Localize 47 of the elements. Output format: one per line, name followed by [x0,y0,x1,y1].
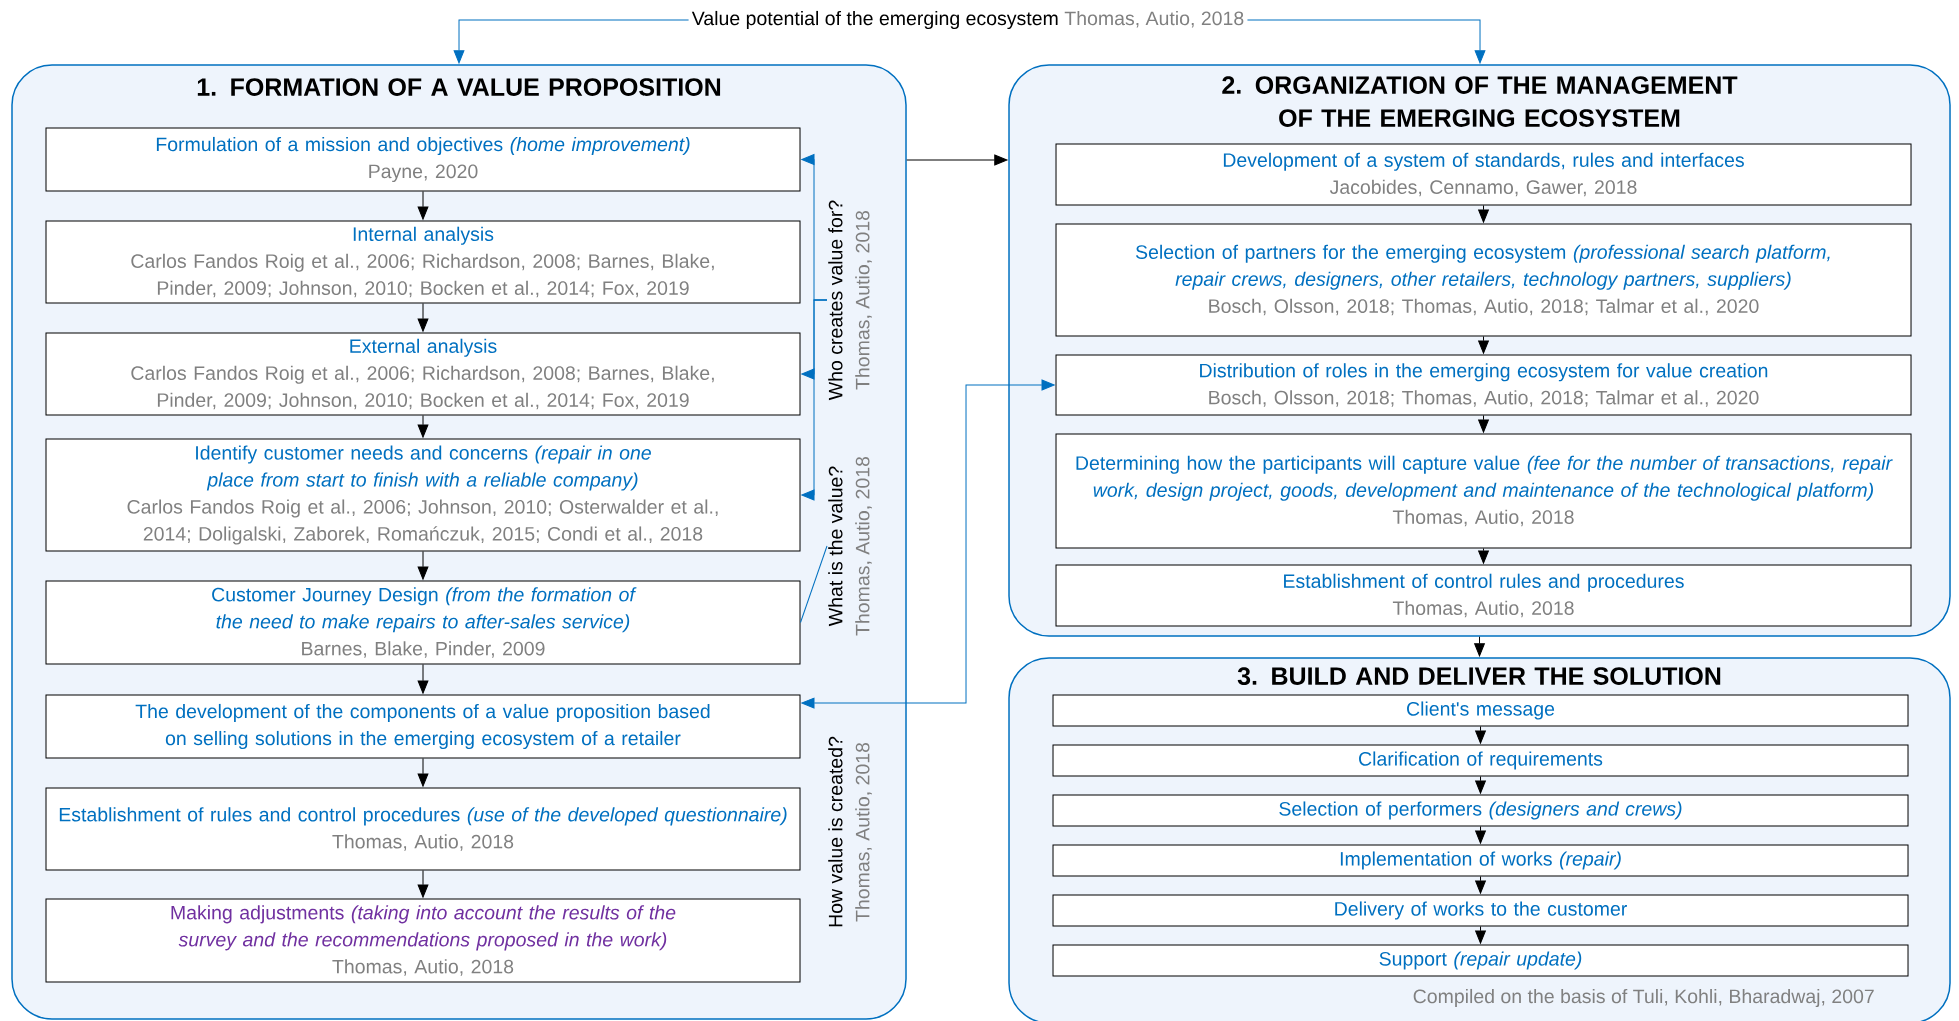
text-box: Making adjustments (taking into account the results of the survey and the recommendations proposed in the work) Thomas, Autio, 2018 [45,898,801,983]
text-box: Development of a system of standards, rules and interfaces Jacobides, Cennamo, Gawer, 2018 [1055,143,1912,206]
arrow [417,303,429,332]
text-box: Support (repair update) [1052,944,1909,977]
text-box: Determining how the participants will capture value (fee for the number of transactions, repair work, design project, goods, development and maintenance of the technological platform) Thomas, Autio, 2018 [1055,433,1912,549]
arrow [1246,19,1486,64]
connector-line [800,545,828,623]
arrow [1478,336,1489,354]
arrow [417,870,429,898]
arrow [417,191,429,220]
rotated-label: What is the value? Thomas, Autio, 2018 [828,456,872,636]
arrow [1475,876,1486,894]
rotated-label: How value is created? Thomas, Autio, 2018 [828,736,872,927]
arrow [1478,415,1489,433]
arrow [417,664,429,694]
arrow [417,415,429,438]
text-box: Establishment of control rules and procedures Thomas, Autio, 2018 [1055,564,1912,627]
text-box: Client's message [1052,694,1909,727]
source-note: Compiled on the basis of Tuli, Kohli, Bharadwaj, 2007 [1413,988,1874,1008]
arrow [1474,636,1485,657]
text-box: Selection of partners for the emerging ecosystem (professional search platform, repair crews, designers, other retailers, technology partners, suppliers) Bosch, Olsson, 2018; Thomas, Autio, 2018; Talmar et al., 2020 [1055,223,1912,337]
text-box: Identify customer needs and concerns (repair in one place from start to finish with a reliable company) Carlos Fandos Roig et al., 2006; Johnson, 2010; Osterwalder et al., 2014; Doligalski, Zaborek, Romańczuk, 2015; Condi et al., 2018 [45,438,801,552]
arrow [801,379,1055,709]
arrow [906,154,1008,166]
text-box: The development of the components of a value proposition based on selling solutions in the emerging ecosystem of a retailer [45,694,801,759]
text-box: Internal analysis Carlos Fandos Roig et al., 2006; Richardson, 2008; Barnes, Blake, Pinder, 2009; Johnson, 2010; Bocken et al., 2014; Fox, 2019 [45,220,801,304]
text-box: Delivery of works to the customer [1052,894,1909,927]
text-box: Selection of performers (designers and crews) [1052,794,1909,827]
heading-text: Value potential of the emerging ecosystem Thomas, Autio, 2018 [691,10,1244,30]
text-box: Customer Journey Design (from the formation of the need to make repairs to after-sales service) Barnes, Blake, Pinder, 2009 [45,580,801,665]
text-box: External analysis Carlos Fandos Roig et al., 2006; Richardson, 2008; Barnes, Blake, Pinder, 2009; Johnson, 2010; Bocken et al., 2014; Fox, 2019 [45,332,801,416]
text-box: Implementation of works (repair) [1052,844,1909,877]
text-box: Establishment of rules and control procedures (use of the developed questionnaire) Thomas, Autio, 2018 [45,787,801,871]
text-box: Formulation of a mission and objectives (home improvement) Payne, 2020 [45,127,801,192]
arrow [1475,926,1486,944]
arrow [1475,776,1486,794]
arrow [1475,826,1486,844]
arrow [1478,548,1489,564]
arrow [801,299,828,501]
arrow [417,758,429,787]
rotated-label: Who creates value for? Thomas, Autio, 2018 [828,200,872,401]
text-box: Clarification of requirements [1052,744,1909,777]
arrow [453,19,690,64]
arrow [1475,726,1486,744]
text-box: Distribution of roles in the emerging ecosystem for value creation Bosch, Olsson, 2018; Thomas, Autio, 2018; Talmar et al., 2020 [1055,354,1912,416]
arrow [1478,205,1489,223]
arrow [417,551,429,580]
